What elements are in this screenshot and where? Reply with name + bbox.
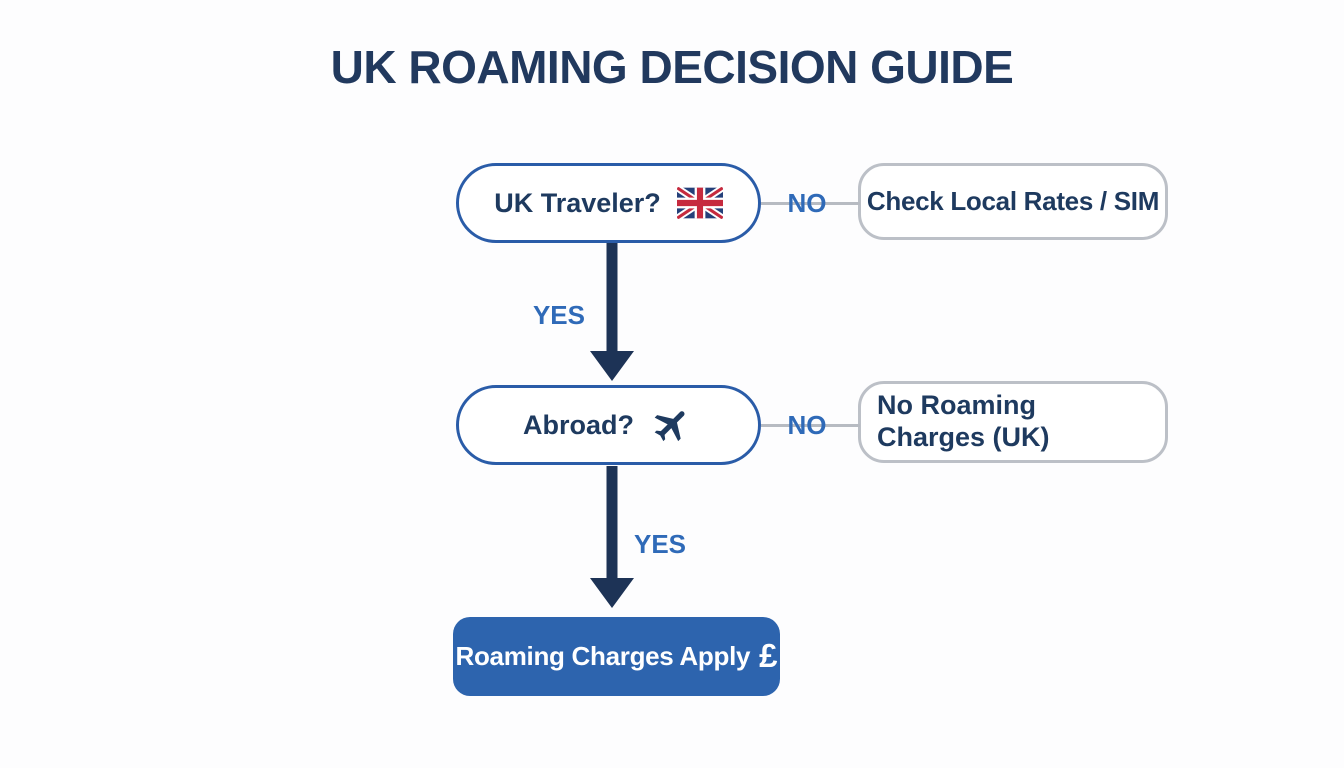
node-uk-traveler-label: UK Traveler? [494, 187, 661, 218]
edge-label-no-2: NO [787, 410, 827, 440]
connector-line-no-1 [761, 202, 860, 205]
result-no-roaming-charges-label: No Roaming Charges (UK) [877, 390, 1050, 452]
result-roaming-charges-apply-label: Roaming Charges Apply [455, 641, 751, 671]
arrow-down-yes-1 [590, 243, 634, 381]
edge-label-no-1: NO [787, 188, 827, 218]
result-check-local-rates-label: Check Local Rates / SIM [866, 186, 1160, 216]
arrow-down-yes-2 [590, 466, 634, 608]
result-no-roaming-charges: No Roaming Charges (UK) [858, 381, 1168, 463]
node-uk-traveler: UK Traveler? [456, 163, 761, 243]
node-abroad: Abroad? [456, 385, 761, 465]
edge-label-yes-2: YES [634, 529, 687, 559]
airplane-icon [650, 403, 694, 447]
pound-currency-symbol: £ [759, 636, 778, 674]
uk-flag-icon [676, 187, 723, 219]
page-title: UK ROAMING DECISION GUIDE [330, 41, 1014, 93]
edge-label-yes-1: YES [532, 300, 585, 330]
result-check-local-rates: Check Local Rates / SIM [858, 163, 1168, 240]
connector-line-no-2 [761, 424, 860, 427]
result-roaming-charges-apply: Roaming Charges Apply £ [453, 617, 780, 696]
node-abroad-label: Abroad? [523, 409, 634, 440]
